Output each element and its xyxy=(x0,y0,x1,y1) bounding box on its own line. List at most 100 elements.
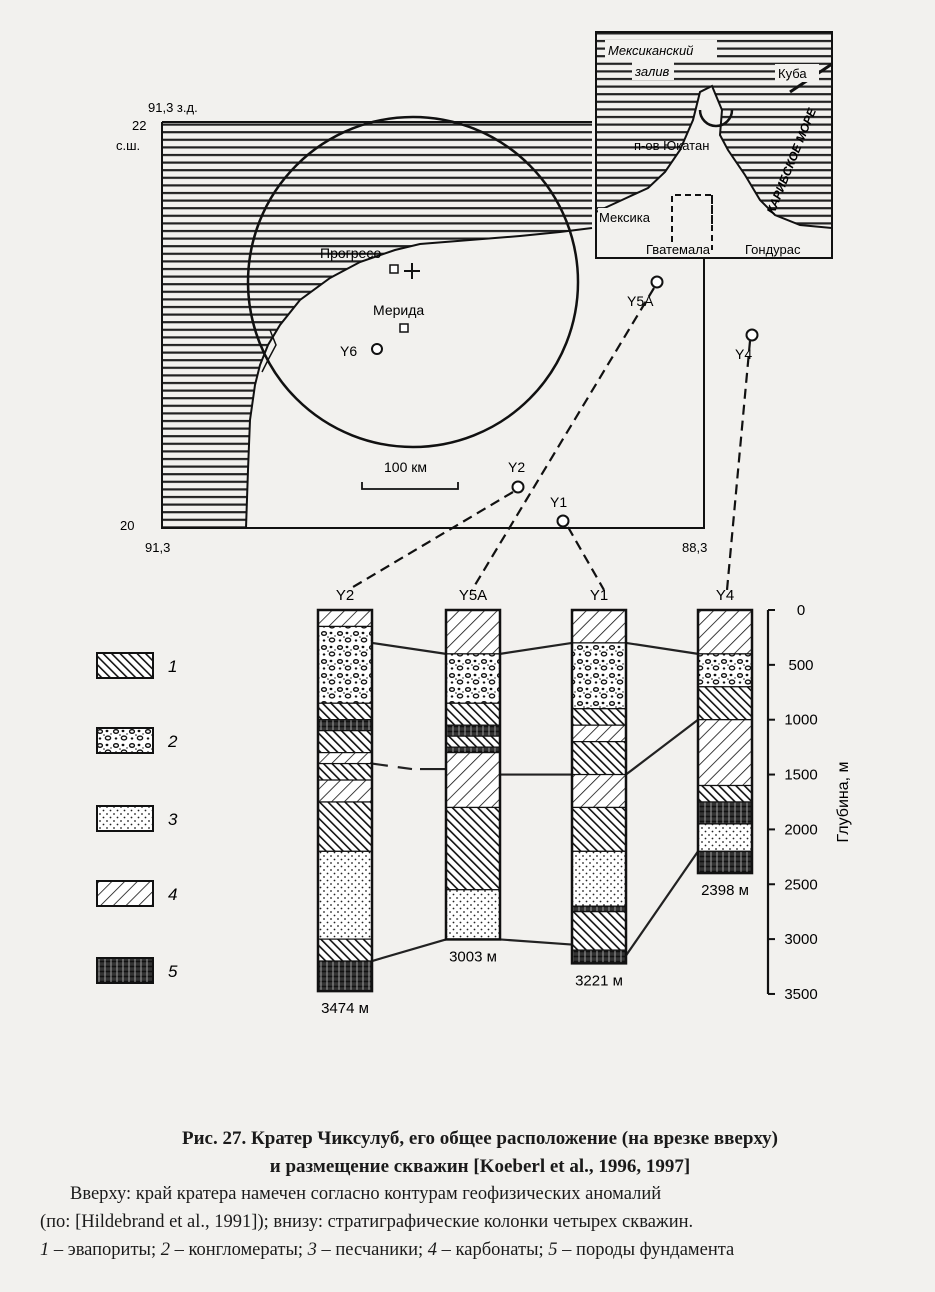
column-layer xyxy=(697,823,753,852)
column-layer xyxy=(445,609,501,655)
legend-number: 1 xyxy=(168,657,177,676)
scale-bar xyxy=(361,482,459,490)
legend-swatch xyxy=(96,957,154,984)
caption-title-line2: и размещение скважин [Koeberl et al., 19… xyxy=(269,1156,691,1177)
column-layer xyxy=(571,609,627,644)
well-connectors xyxy=(347,287,752,591)
well-y6-marker xyxy=(371,343,383,355)
column-layer xyxy=(571,724,627,743)
well-y1-label: Y1 xyxy=(550,494,567,510)
connector-y5a xyxy=(471,287,655,591)
column-layer xyxy=(697,719,753,787)
correlation-line xyxy=(371,762,413,771)
caption-line2: (по: [Hildebrand et al., 1991]); внизу: … xyxy=(40,1212,694,1232)
column-layer xyxy=(317,779,373,803)
well-y2-label: Y2 xyxy=(508,459,525,475)
legend-ref-5: 5 xyxy=(548,1240,558,1260)
caption-title-line1: Рис. 27. Кратер Чиксулуб, его общее расп… xyxy=(181,1128,779,1149)
column-frame xyxy=(696,608,754,875)
lat-bottom-label: 20 xyxy=(120,518,134,533)
column-layer xyxy=(445,724,501,737)
inset-honduras: Гондурас xyxy=(745,242,801,257)
column-layer xyxy=(317,801,373,852)
well-y5a-label: Y5A xyxy=(627,293,654,309)
caption-term-4: – карбонаты; xyxy=(437,1240,549,1260)
column-name: Y1 xyxy=(590,587,608,604)
column-layer xyxy=(571,911,627,951)
column-name: Y5A xyxy=(459,587,487,604)
column-layer xyxy=(697,653,753,688)
column-layer xyxy=(571,949,627,964)
column-layer xyxy=(317,625,373,704)
lat-top-unit: с.ш. xyxy=(116,138,140,153)
axis-tick-label: 1500 xyxy=(784,767,817,784)
column-layer xyxy=(317,752,373,765)
correlation-line xyxy=(371,641,447,655)
axis-tick-label: 0 xyxy=(797,602,805,619)
column-frame xyxy=(570,608,628,965)
axis-tick-label: 3000 xyxy=(784,931,817,948)
column-layer xyxy=(317,609,373,628)
axis-tick-label: 1000 xyxy=(784,712,817,729)
column-layer xyxy=(697,609,753,655)
well-y1-marker xyxy=(556,514,570,528)
column-layer xyxy=(445,735,501,748)
caption-term-2: – конгломераты; xyxy=(169,1240,308,1260)
column-layer xyxy=(317,960,373,992)
column-layer xyxy=(445,889,501,941)
caption-term-1: – эвапориты; xyxy=(49,1240,161,1260)
connector-y2 xyxy=(347,491,514,591)
column-layer xyxy=(571,741,627,776)
legend-number: 5 xyxy=(168,962,178,981)
axis-title: Глубина, м xyxy=(835,761,852,842)
legend-ref-2: 2 xyxy=(160,1240,170,1260)
coastline xyxy=(245,227,593,529)
caption-term-5: – породы фундамента xyxy=(557,1240,735,1260)
well-y5a-marker xyxy=(650,275,664,289)
axis-tick-label: 2500 xyxy=(784,876,817,893)
column-layer xyxy=(317,719,373,732)
legend-swatch xyxy=(96,652,154,679)
legend-ref-3: 3 xyxy=(307,1240,317,1260)
column-depth-label: 2398 м xyxy=(701,882,749,899)
legend-ref-1: 1 xyxy=(40,1240,50,1260)
legend-number: 2 xyxy=(167,732,178,751)
scale-label: 100 км xyxy=(384,459,427,475)
column-layer xyxy=(317,938,373,962)
legend-swatch xyxy=(96,880,154,907)
column-layer xyxy=(317,850,373,940)
lat-top-label: 22 xyxy=(132,118,146,133)
column-depth-label: 3003 м xyxy=(449,948,497,965)
column-layer xyxy=(697,801,753,825)
column-frame xyxy=(316,608,374,993)
correlation-line xyxy=(625,850,699,957)
column-layer xyxy=(571,850,627,907)
axis-tick-label: 500 xyxy=(788,657,813,674)
column-layer xyxy=(445,746,501,754)
caption-line1: Вверху: край кратера намечен согласно ко… xyxy=(70,1184,662,1204)
figure-caption-title: Рис. 27. Кратер Чиксулуб, его общее расп… xyxy=(40,1125,920,1181)
correlation-line xyxy=(499,938,573,946)
caption-line3: 1 – эвапориты; 2 – конгломераты; 3 – пес… xyxy=(40,1236,920,1264)
legend-number: 3 xyxy=(168,810,178,829)
caption-term-3: – песчаники; xyxy=(316,1240,428,1260)
inset-map: Мексиканский залив Куба п-ов Юкатан КАРИ… xyxy=(595,31,833,259)
location-map: 91,3 з.д. 22 с.ш. 20 91,3 88,3 Прогресо … xyxy=(116,100,759,555)
correlation-line xyxy=(625,641,699,655)
column-layer xyxy=(571,905,627,913)
progreso-marker xyxy=(389,264,399,274)
inset-mexico: Мексика xyxy=(599,210,651,225)
column-frame xyxy=(444,608,502,941)
column-layer xyxy=(571,806,627,852)
column-layer xyxy=(445,752,501,809)
column-layer xyxy=(445,806,501,891)
border-dashed xyxy=(671,194,713,250)
column-depth-label: 3221 м xyxy=(575,972,623,989)
legend-number: 4 xyxy=(168,885,177,904)
inset-crater xyxy=(698,109,734,128)
column-layer xyxy=(571,642,627,710)
lon-right-bottom: 88,3 xyxy=(682,540,707,555)
crater-figure: 91,3 з.д. 22 с.ш. 20 91,3 88,3 Прогресо … xyxy=(96,31,852,1017)
correlation-line xyxy=(499,641,573,655)
